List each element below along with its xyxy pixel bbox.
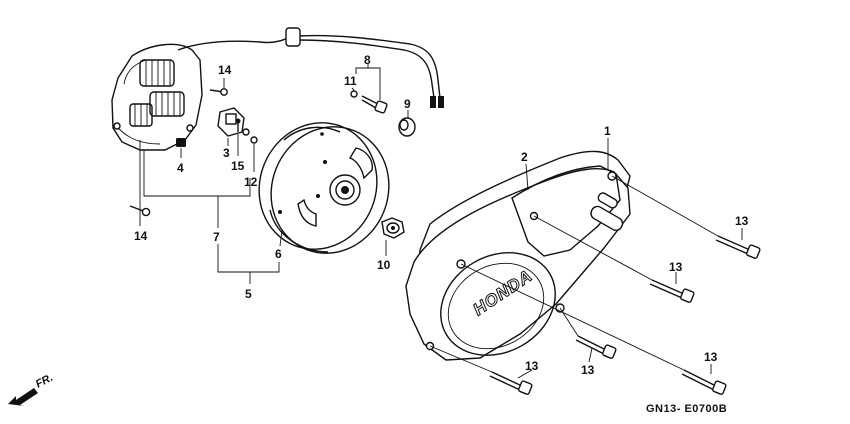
left-crankcase-cover: HONDA (405, 150, 631, 361)
screw-12 (250, 136, 258, 144)
callout-numbers: 1 2 3 4 5 6 7 8 9 10 11 12 13 13 13 13 1… (134, 53, 749, 377)
callout-7: 7 (213, 230, 220, 244)
grommet (285, 27, 301, 47)
callout-4: 4 (177, 161, 184, 175)
callout-1: 1 (604, 124, 611, 138)
bolt-8 (361, 95, 388, 114)
connector-terminal-a (430, 96, 436, 108)
screw-14-lower (129, 205, 151, 217)
stator-coils (129, 59, 185, 127)
screw-15 (235, 118, 241, 132)
callout-13-upper: 13 (735, 214, 749, 228)
front-label: FR. (34, 372, 55, 391)
cover-bolt-13-middle (649, 279, 695, 303)
callout-9: 9 (404, 97, 411, 111)
cap-9 (398, 117, 416, 137)
grommet-4 (176, 138, 186, 147)
screw-14-upper (209, 88, 228, 96)
connector-terminal-b (438, 96, 444, 108)
callout-13-middle: 13 (669, 260, 683, 274)
callout-10: 10 (377, 258, 391, 272)
callout-11: 11 (344, 74, 357, 88)
front-arrow-icon (8, 388, 38, 406)
cover-bolt-13-lower-left (489, 371, 533, 395)
callout-3: 3 (223, 146, 230, 160)
callout-8: 8 (364, 53, 371, 67)
callout-2: 2 (521, 150, 528, 164)
flange-nut-10 (381, 217, 405, 239)
callout-6: 6 (275, 247, 282, 261)
cover-bolt-13-upper (715, 235, 761, 259)
callout-5: 5 (245, 287, 252, 301)
callout-15: 15 (231, 159, 245, 173)
callout-14-lower: 14 (134, 229, 148, 243)
callout-12: 12 (244, 175, 258, 189)
front-direction-indicator: FR. (8, 372, 55, 406)
drawing-code: GN13- E0700B (646, 403, 727, 415)
callout-13-lower-center: 13 (581, 363, 595, 377)
collar-11 (350, 90, 358, 98)
stator-assembly (111, 27, 444, 151)
pulse-generator (217, 107, 250, 137)
callout-13-lower-right: 13 (704, 350, 718, 364)
callout-14-upper: 14 (218, 63, 232, 77)
washer (242, 128, 250, 136)
flywheel (258, 122, 390, 254)
callout-13-lower-left: 13 (525, 359, 539, 373)
cover-bolt-13-lower-center (575, 335, 617, 359)
cover-bolt-13-lower-right (681, 369, 727, 395)
leader-lines (139, 64, 743, 379)
